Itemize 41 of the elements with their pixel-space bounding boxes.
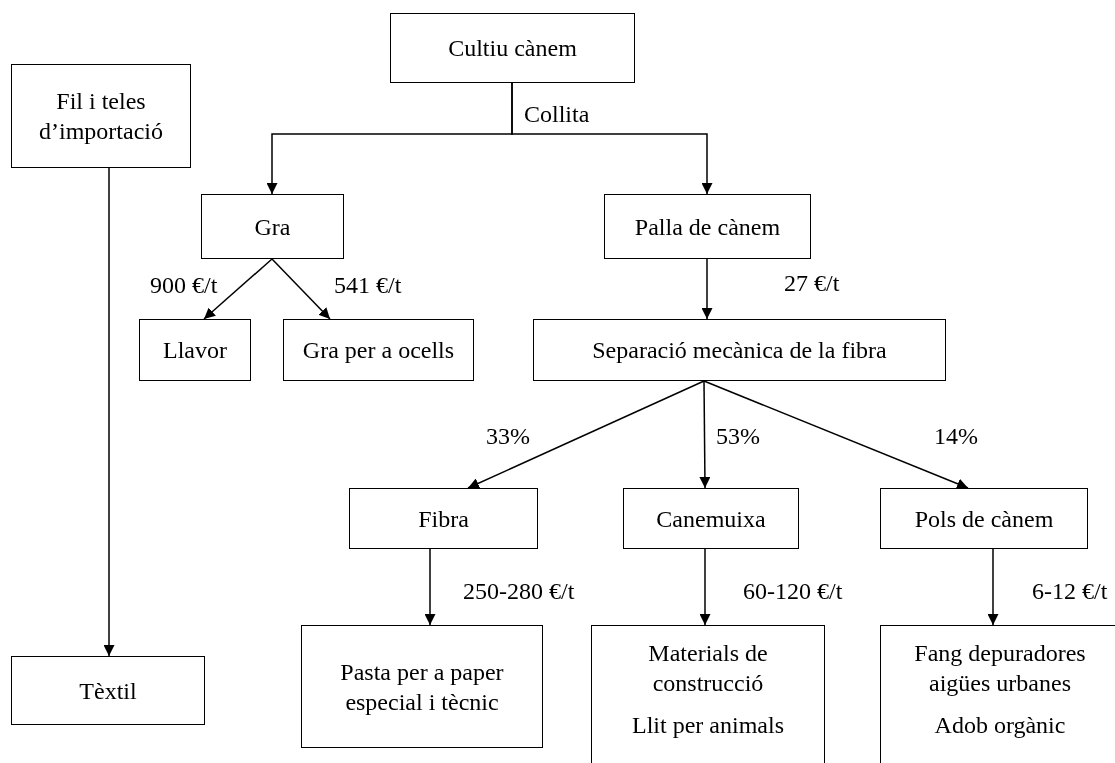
- arrow: [424, 548, 436, 626]
- node-text: Fibra: [418, 504, 469, 534]
- arrow: [701, 258, 713, 320]
- process-box: [591, 625, 825, 763]
- node-text: Pols de cànem: [914, 504, 1054, 534]
- node-text: Pasta per a paper especial i tècnic: [339, 657, 505, 717]
- node-text: Cultiu cànem: [448, 34, 577, 63]
- arrow: [467, 380, 705, 489]
- process-box: [604, 194, 811, 259]
- arrow: [699, 380, 711, 489]
- process-box: [11, 656, 205, 725]
- node-text: Palla de cànem: [634, 212, 781, 242]
- node-text: Llit per animals: [632, 711, 784, 740]
- arrow: [699, 548, 711, 626]
- node-text: Fil i teles d’importació: [38, 87, 164, 146]
- process-box: [201, 194, 344, 259]
- arrow: [271, 258, 331, 320]
- process-box: [283, 319, 474, 381]
- node-text: Tèxtil: [79, 676, 137, 706]
- process-box: [301, 625, 543, 748]
- arrow: [703, 380, 969, 489]
- arrow: [203, 258, 273, 320]
- node-text: Adob orgànic: [934, 711, 1066, 740]
- process-box: [349, 488, 538, 549]
- process-box: [880, 625, 1115, 763]
- process-box: [533, 319, 946, 381]
- node-text: Materials de construcció: [647, 639, 769, 698]
- process-box: [11, 64, 191, 168]
- node-text: Canemuixa: [656, 504, 766, 534]
- node-text: Separació mecànica de la fibra: [592, 336, 887, 365]
- process-box: [880, 488, 1088, 549]
- node-text: Fang depuradores aigües urbanes: [913, 639, 1087, 698]
- arrow: [987, 548, 999, 626]
- process-box: [139, 319, 251, 381]
- process-box: [623, 488, 799, 549]
- node-text: Gra: [254, 212, 291, 242]
- node-text: Gra per a ocells: [302, 336, 455, 365]
- process-box: [390, 13, 635, 83]
- node-text: Llavor: [163, 336, 227, 365]
- arrow: [103, 167, 115, 657]
- arrow: [511, 82, 713, 195]
